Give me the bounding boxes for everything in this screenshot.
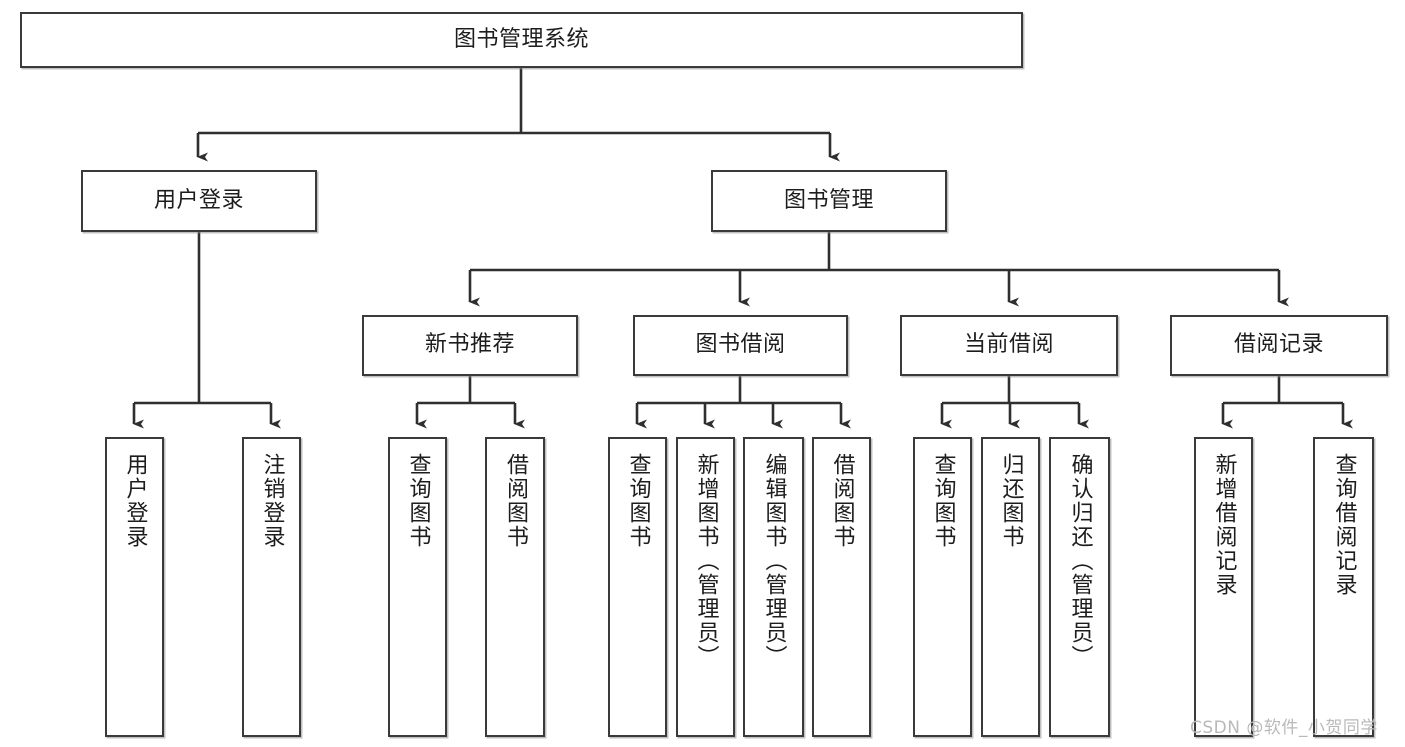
node-leaf-user-logout[interactable]: 注销登录: [242, 437, 301, 737]
node-current-borrow-label: 当前借阅: [963, 332, 1054, 358]
node-leaf-borrow-book[interactable]: 借阅图书: [812, 437, 871, 737]
node-root-label: 图书管理系统: [453, 26, 589, 52]
node-leaf-query-book-current[interactable]: 查询图书: [913, 437, 972, 737]
node-leaf-add-borrow-record-label: 新增借阅记录: [1211, 453, 1237, 597]
node-leaf-return-book-label: 归还图书: [998, 453, 1024, 549]
node-leaf-query-book-recommend-label: 查询图书: [405, 453, 431, 549]
node-leaf-borrow-book-recommend[interactable]: 借阅图书: [485, 437, 545, 737]
node-borrow-record-label: 借阅记录: [1233, 332, 1324, 358]
node-leaf-query-book-borrow[interactable]: 查询图书: [608, 437, 667, 737]
node-book-manage-label: 图书管理: [783, 187, 874, 213]
node-leaf-borrow-book-recommend-label: 借阅图书: [502, 453, 528, 549]
node-leaf-edit-book-admin[interactable]: 编辑图书（管理员）: [743, 437, 804, 737]
node-leaf-user-login-label: 用户登录: [122, 453, 148, 549]
node-user-login-label: 用户登录: [153, 187, 244, 213]
node-leaf-confirm-return-admin[interactable]: 确认归还（管理员）: [1049, 437, 1110, 737]
node-leaf-query-book-current-label: 查询图书: [930, 453, 956, 549]
node-leaf-borrow-book-label: 借阅图书: [829, 453, 855, 549]
node-leaf-add-book-admin-label: 新增图书（管理员）: [693, 453, 719, 669]
node-leaf-query-borrow-record-label: 查询借阅记录: [1331, 453, 1357, 597]
node-leaf-user-logout-label: 注销登录: [259, 453, 285, 549]
node-leaf-add-book-admin[interactable]: 新增图书（管理员）: [676, 437, 735, 737]
node-book-borrow-label: 图书借阅: [695, 332, 786, 358]
node-user-login[interactable]: 用户登录: [81, 170, 317, 232]
node-leaf-query-book-borrow-label: 查询图书: [625, 453, 651, 549]
node-book-borrow[interactable]: 图书借阅: [633, 315, 848, 376]
node-leaf-add-borrow-record[interactable]: 新增借阅记录: [1194, 437, 1253, 737]
node-new-book-recommend-label: 新书推荐: [424, 332, 515, 358]
node-book-manage[interactable]: 图书管理: [711, 170, 947, 232]
node-root[interactable]: 图书管理系统: [20, 12, 1023, 68]
node-leaf-query-borrow-record[interactable]: 查询借阅记录: [1313, 437, 1374, 737]
node-leaf-return-book[interactable]: 归还图书: [981, 437, 1040, 737]
node-leaf-confirm-return-admin-label: 确认归还（管理员）: [1067, 453, 1093, 669]
node-leaf-user-login[interactable]: 用户登录: [105, 437, 164, 737]
csdn-watermark: CSDN @软件_小贺同学: [1190, 718, 1378, 738]
node-current-borrow[interactable]: 当前借阅: [900, 315, 1118, 376]
node-borrow-record[interactable]: 借阅记录: [1170, 315, 1388, 376]
node-leaf-edit-book-admin-label: 编辑图书（管理员）: [761, 453, 787, 669]
node-leaf-query-book-recommend[interactable]: 查询图书: [388, 437, 447, 737]
node-new-book-recommend[interactable]: 新书推荐: [362, 315, 578, 376]
